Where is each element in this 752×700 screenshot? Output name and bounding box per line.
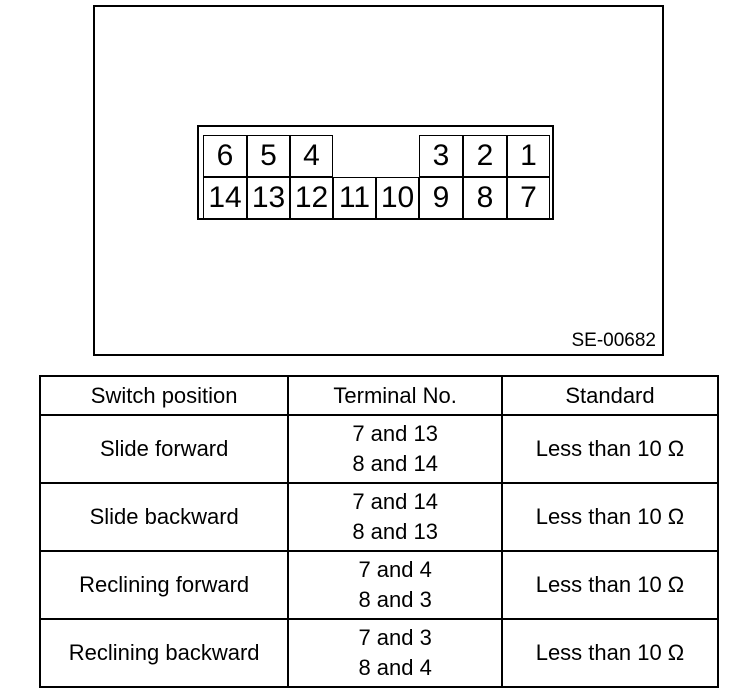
standard-cell: Less than 10 Ω bbox=[500, 482, 720, 552]
terminal-1: 1 bbox=[507, 135, 550, 177]
terminal-pair: 7 and 13 bbox=[352, 421, 438, 446]
table-row: Slide backward 7 and 14 8 and 13 Less th… bbox=[38, 482, 720, 552]
terminal-8: 8 bbox=[463, 177, 507, 219]
terminal-7: 7 bbox=[507, 177, 550, 219]
header-standard: Standard bbox=[500, 375, 720, 416]
standard-cell: Less than 10 Ω bbox=[500, 414, 720, 484]
terminal-pair: 8 and 3 bbox=[358, 587, 432, 612]
terminal-cell: 7 and 4 8 and 3 bbox=[287, 550, 503, 620]
terminal-pair: 8 and 4 bbox=[358, 655, 432, 680]
terminal-blank-right bbox=[376, 135, 419, 177]
table-row: Reclining backward 7 and 3 8 and 4 Less … bbox=[38, 618, 720, 688]
terminal-blank-left bbox=[333, 135, 376, 177]
header-switch-position: Switch position bbox=[38, 375, 290, 416]
terminal-cell: 7 and 13 8 and 14 bbox=[287, 414, 503, 484]
terminal-cell: 7 and 14 8 and 13 bbox=[287, 482, 503, 552]
switch-position-cell: Reclining backward bbox=[38, 618, 290, 688]
terminal-pair: 7 and 14 bbox=[352, 489, 438, 514]
terminal-4: 4 bbox=[290, 135, 333, 177]
inspection-table: Switch position Terminal No. Standard Sl… bbox=[38, 375, 720, 688]
terminal-cell: 7 and 3 8 and 4 bbox=[287, 618, 503, 688]
terminal-pair: 8 and 13 bbox=[352, 519, 438, 544]
standard-cell: Less than 10 Ω bbox=[500, 618, 720, 688]
terminal-pair: 7 and 4 bbox=[358, 557, 432, 582]
table-row: Slide forward 7 and 13 8 and 14 Less tha… bbox=[38, 414, 720, 484]
connector-diagram: 6 5 4 3 2 1 14 13 12 11 10 9 8 7 bbox=[197, 125, 554, 220]
standard-cell: Less than 10 Ω bbox=[500, 550, 720, 620]
terminal-13: 13 bbox=[247, 177, 290, 219]
switch-position-cell: Slide backward bbox=[38, 482, 290, 552]
terminal-10: 10 bbox=[376, 177, 419, 219]
terminal-11: 11 bbox=[333, 177, 376, 219]
table-header-row: Switch position Terminal No. Standard bbox=[38, 375, 720, 416]
terminal-pair: 7 and 3 bbox=[358, 625, 432, 650]
switch-position-cell: Slide forward bbox=[38, 414, 290, 484]
connector-figure: 6 5 4 3 2 1 14 13 12 11 10 9 8 7 SE-0068… bbox=[93, 5, 664, 356]
terminal-2: 2 bbox=[463, 135, 507, 177]
header-terminal-no: Terminal No. bbox=[287, 375, 503, 416]
terminal-9: 9 bbox=[419, 177, 463, 219]
terminal-6: 6 bbox=[203, 135, 247, 177]
terminal-pair: 8 and 14 bbox=[352, 451, 438, 476]
terminal-12: 12 bbox=[290, 177, 333, 219]
terminal-5: 5 bbox=[247, 135, 290, 177]
terminal-14: 14 bbox=[203, 177, 247, 219]
table-row: Reclining forward 7 and 4 8 and 3 Less t… bbox=[38, 550, 720, 620]
figure-code: SE-00682 bbox=[571, 330, 656, 351]
terminal-3: 3 bbox=[419, 135, 463, 177]
switch-position-cell: Reclining forward bbox=[38, 550, 290, 620]
